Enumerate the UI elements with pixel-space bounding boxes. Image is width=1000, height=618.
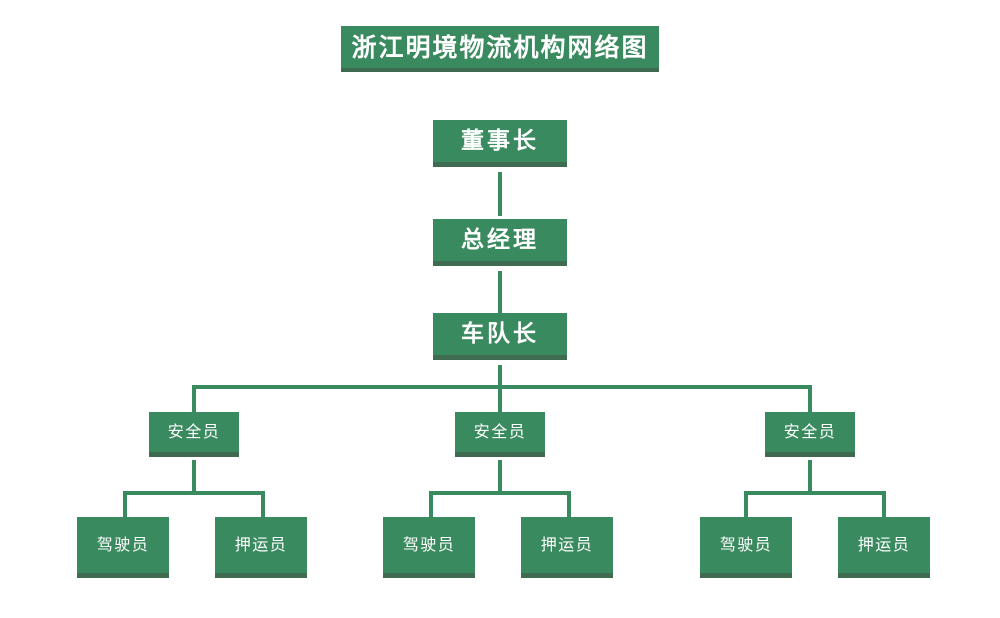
connector-chairman-to-general-manager (498, 172, 502, 216)
node-escort-1[interactable]: 押运员 (215, 517, 307, 578)
connector-group2-drop-escort (567, 491, 571, 519)
connector-fleet-captain-stem (498, 365, 502, 387)
connector-safety-officer-3-bus (744, 491, 886, 495)
node-chairman[interactable]: 董事长 (433, 120, 567, 167)
connector-fleet-captain-bus (192, 385, 812, 389)
node-driver-3[interactable]: 驾驶员 (700, 517, 792, 578)
connector-safety-officer-2-stem (498, 460, 502, 493)
connector-bus-drop-center (498, 385, 502, 414)
node-safety-officer-2[interactable]: 安全员 (455, 412, 545, 457)
connector-group3-drop-driver (744, 491, 748, 519)
chart-title-banner: 浙江明境物流机构网络图 (341, 26, 659, 72)
connector-safety-officer-1-stem (192, 460, 196, 493)
connector-group2-drop-driver (429, 491, 433, 519)
node-safety-officer-3[interactable]: 安全员 (765, 412, 855, 457)
connector-safety-officer-1-bus (123, 491, 265, 495)
node-fleet-captain[interactable]: 车队长 (433, 313, 567, 360)
node-general-manager[interactable]: 总经理 (433, 219, 567, 266)
node-driver-1[interactable]: 驾驶员 (77, 517, 169, 578)
node-safety-officer-1[interactable]: 安全员 (149, 412, 239, 457)
connector-group1-drop-driver (123, 491, 127, 519)
node-driver-2[interactable]: 驾驶员 (383, 517, 475, 578)
connector-safety-officer-3-stem (808, 460, 812, 493)
node-escort-2[interactable]: 押运员 (521, 517, 613, 578)
node-escort-3[interactable]: 押运员 (838, 517, 930, 578)
connector-bus-drop-right (808, 385, 812, 414)
connector-safety-officer-2-bus (429, 491, 571, 495)
connector-bus-drop-left (192, 385, 196, 414)
connector-general-manager-to-fleet-captain (498, 271, 502, 313)
connector-group1-drop-escort (261, 491, 265, 519)
connector-group3-drop-escort (882, 491, 886, 519)
